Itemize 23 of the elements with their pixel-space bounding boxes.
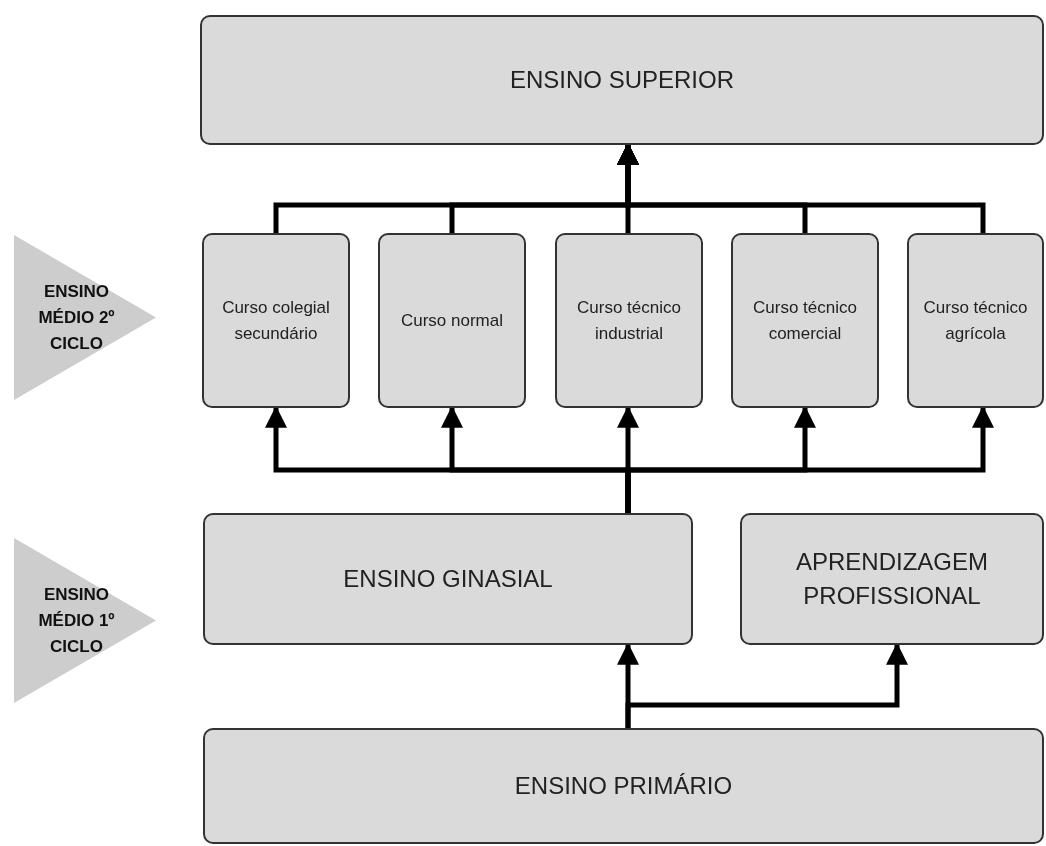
box-label: ENSINO PRIMÁRIO bbox=[514, 771, 733, 801]
box-label: Curso técnico comercial bbox=[752, 296, 858, 345]
level-box bbox=[907, 233, 1044, 408]
box-label: ENSINO GINASIAL bbox=[343, 564, 553, 594]
level-label: ENSINO MÉDIO 2º CICLO bbox=[37, 280, 116, 355]
arrow bbox=[617, 142, 986, 233]
level-label: ENSINO MÉDIO 1º CICLO bbox=[37, 583, 116, 658]
box-label: Curso técnico agrícola bbox=[922, 296, 1029, 345]
box-label: Curso normal bbox=[400, 309, 503, 332]
box-label: Curso colegial secundário bbox=[221, 296, 331, 345]
level-box bbox=[740, 513, 1044, 645]
level-box bbox=[731, 233, 879, 408]
box-label: APRENDIZAGEM PROFISSIONAL bbox=[795, 547, 989, 611]
level-box bbox=[203, 728, 1044, 844]
arrow bbox=[625, 405, 994, 513]
level-box bbox=[200, 15, 1044, 145]
level-box bbox=[555, 233, 703, 408]
box-label: Curso técnico industrial bbox=[576, 296, 682, 345]
arrow bbox=[625, 642, 908, 728]
box-label: ENSINO SUPERIOR bbox=[509, 65, 734, 95]
level-box bbox=[378, 233, 526, 408]
level-box bbox=[202, 233, 350, 408]
level-box bbox=[203, 513, 693, 645]
